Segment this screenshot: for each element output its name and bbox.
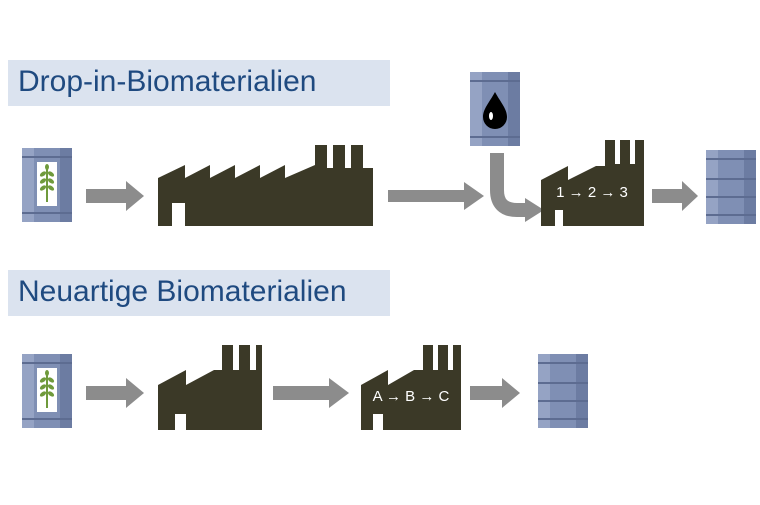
arrow-icon	[388, 182, 484, 210]
pipe-arrow-head	[525, 198, 544, 222]
arrow-icon	[273, 378, 349, 408]
biomass-barrel-icon	[22, 354, 72, 428]
oil-barrel-icon	[470, 72, 520, 146]
biomass-barrel-icon	[22, 148, 72, 222]
row1-title: Drop-in-Biomaterialien	[18, 65, 317, 98]
product-barrel-icon	[706, 150, 756, 224]
row1-header: Drop-in-Biomaterialien	[8, 60, 390, 106]
arrow-icon	[86, 181, 144, 211]
process-steps-label: A → B → C	[373, 388, 450, 405]
pipe-arrow-icon	[490, 153, 527, 217]
factory-icon	[361, 345, 461, 430]
row2-title: Neuartige Biomaterialien	[18, 275, 347, 308]
arrow-icon	[86, 378, 144, 408]
process-steps-label: 1 → 2 → 3	[556, 184, 628, 201]
factory-icon	[158, 145, 373, 226]
factory-icon	[158, 345, 262, 430]
row2-header: Neuartige Biomaterialien	[8, 270, 390, 316]
product-barrel-icon	[538, 354, 588, 428]
arrow-icon	[652, 181, 698, 211]
arrow-icon	[470, 378, 520, 408]
factory-icon	[541, 140, 644, 226]
